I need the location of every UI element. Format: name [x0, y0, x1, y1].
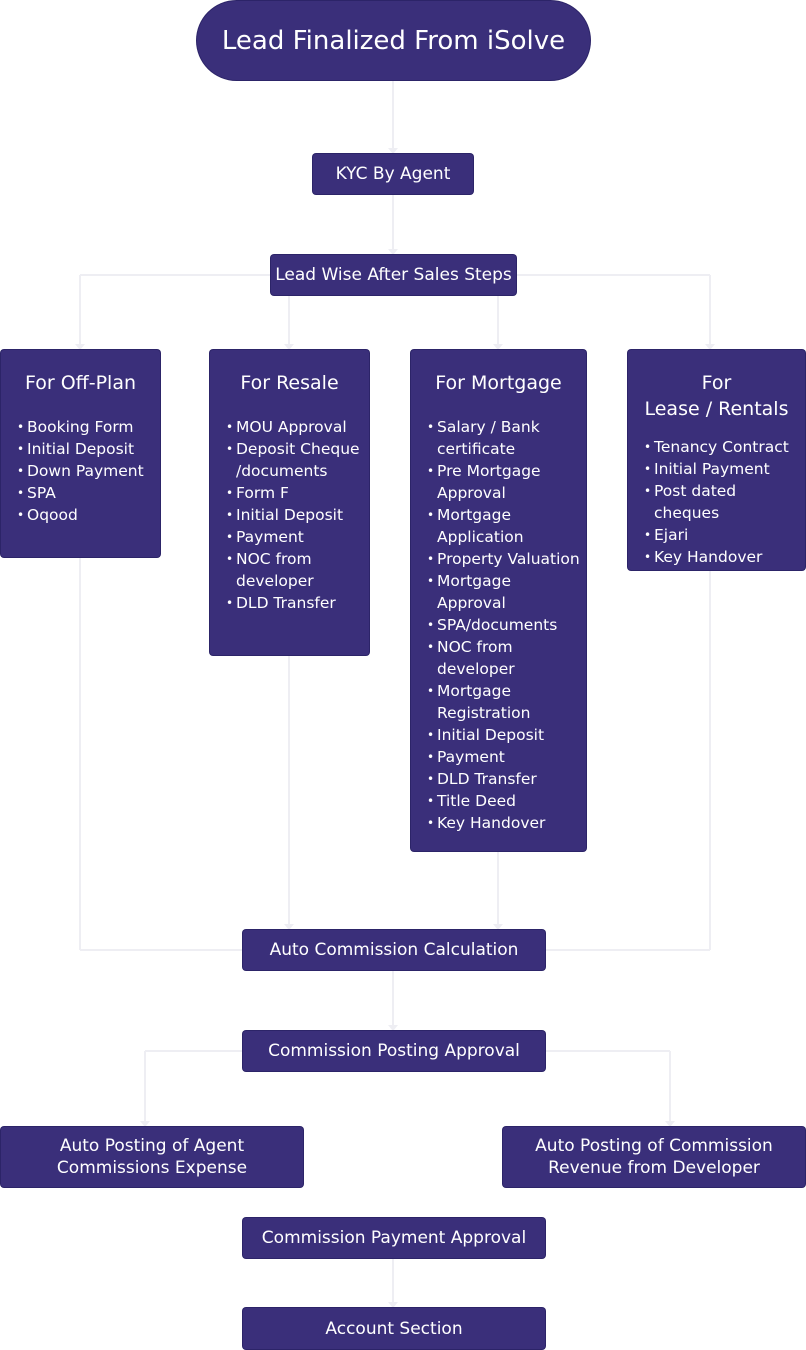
resale-column: For Resale MOU Approval Deposit Cheque /…	[210, 350, 369, 655]
list-item: Initial Deposit	[427, 724, 580, 746]
list-item: Initial Deposit	[17, 438, 154, 460]
list-item: MOU Approval	[226, 416, 363, 438]
list-item: Title Deed	[427, 790, 580, 812]
off-plan-column: For Off-Plan Booking Form Initial Deposi…	[1, 350, 160, 557]
lead-wise-node: Lead Wise After Sales Steps	[271, 255, 516, 295]
list-item: Mortgage Application	[427, 504, 580, 548]
start-node: Lead Finalized From iSolve	[197, 1, 590, 80]
list-item: Payment	[427, 746, 580, 768]
list-item: Oqood	[17, 504, 154, 526]
list-item: DLD Transfer	[427, 768, 580, 790]
account-section-label: Account Section	[325, 1318, 463, 1339]
lead-wise-node-label: Lead Wise After Sales Steps	[275, 265, 512, 285]
mortgage-list: Salary / Bank certificate Pre Mortgage A…	[411, 416, 586, 834]
list-item: SPA	[17, 482, 154, 504]
list-item: Form F	[226, 482, 363, 504]
mortgage-column: For Mortgage Salary / Bank certificate P…	[411, 350, 586, 851]
commission-posting-node: Commission Posting Approval	[243, 1031, 545, 1071]
list-item: NOC from developer	[427, 636, 580, 680]
developer-revenue-label: Auto Posting of Commission Revenue from …	[535, 1136, 773, 1178]
lease-column: For Lease / Rentals Tenancy Contract Ini…	[628, 350, 805, 570]
off-plan-list: Booking Form Initial Deposit Down Paymen…	[1, 416, 160, 526]
list-item: Property Valuation	[427, 548, 580, 570]
list-item: Tenancy Contract	[644, 436, 799, 458]
list-item: Ejari	[644, 524, 799, 546]
payment-approval-node: Commission Payment Approval	[243, 1218, 545, 1258]
lease-list: Tenancy Contract Initial Payment Post da…	[628, 436, 805, 568]
payment-approval-label: Commission Payment Approval	[261, 1228, 527, 1248]
list-item: Initial Payment	[644, 458, 799, 480]
agent-expense-node: Auto Posting of Agent Commissions Expens…	[1, 1127, 303, 1187]
kyc-node-label: KYC By Agent	[335, 164, 451, 184]
resale-title: For Resale	[240, 372, 339, 394]
list-item: Payment	[226, 526, 363, 548]
mortgage-title: For Mortgage	[435, 372, 562, 394]
list-item: Key Handover	[644, 546, 799, 568]
kyc-node: KYC By Agent	[313, 154, 473, 194]
list-item: Mortgage Approval	[427, 570, 580, 614]
list-item: Down Payment	[17, 460, 154, 482]
list-item: Key Handover	[427, 812, 580, 834]
off-plan-title: For Off-Plan	[24, 372, 137, 394]
agent-expense-label: Auto Posting of Agent Commissions Expens…	[56, 1136, 248, 1178]
auto-commission-node: Auto Commission Calculation	[243, 930, 545, 970]
list-item: Deposit Cheque /documents	[226, 438, 363, 482]
list-item: Mortgage Registration	[427, 680, 580, 724]
start-node-label: Lead Finalized From iSolve	[221, 25, 566, 56]
list-item: Booking Form	[17, 416, 154, 438]
resale-list: MOU Approval Deposit Cheque /documents F…	[210, 416, 369, 614]
list-item: DLD Transfer	[226, 592, 363, 614]
list-item: NOC from developer	[226, 548, 363, 592]
list-item: Pre Mortgage Approval	[427, 460, 580, 504]
list-item: Post dated cheques	[644, 480, 799, 524]
lease-title: For Lease / Rentals	[644, 372, 789, 420]
account-section-node: Account Section	[243, 1308, 545, 1349]
list-item: SPA/documents	[427, 614, 580, 636]
auto-commission-label: Auto Commission Calculation	[269, 940, 519, 960]
commission-posting-label: Commission Posting Approval	[268, 1041, 520, 1061]
developer-revenue-node: Auto Posting of Commission Revenue from …	[503, 1127, 805, 1187]
list-item: Salary / Bank certificate	[427, 416, 580, 460]
list-item: Initial Deposit	[226, 504, 363, 526]
